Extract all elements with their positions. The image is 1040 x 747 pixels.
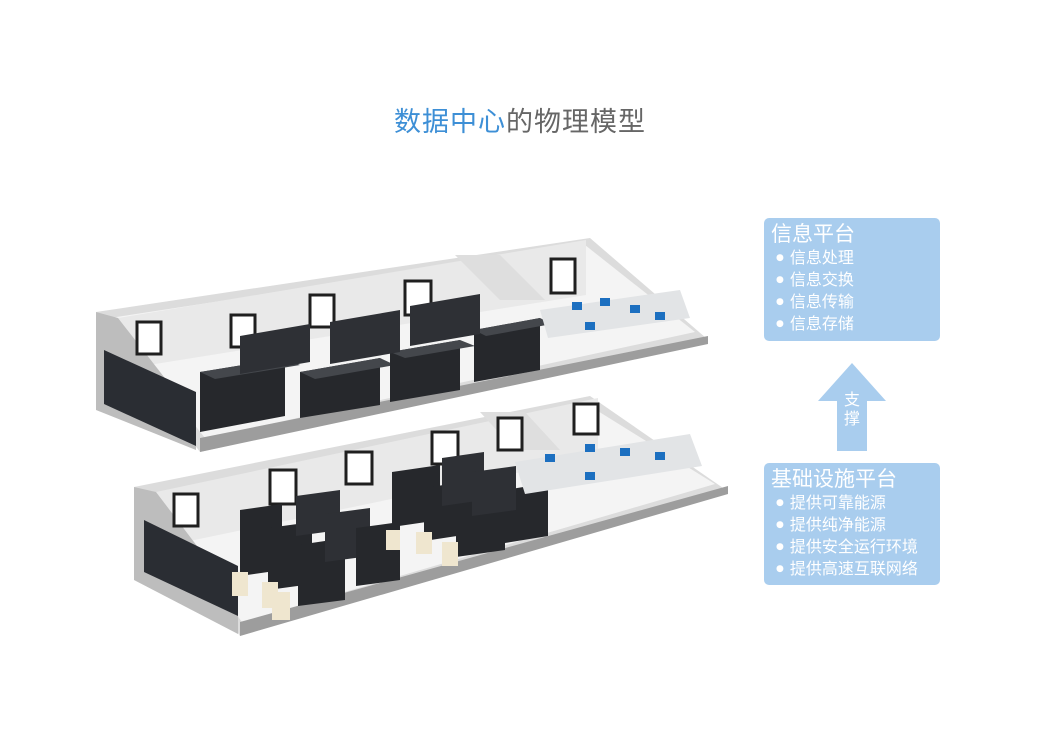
title-highlight: 数据中心	[394, 107, 506, 138]
info-platform-item: 信息交换	[776, 269, 940, 291]
title-rest: 的物理模型	[506, 107, 646, 138]
lower-rack-cabinets	[240, 452, 548, 606]
lower-floor-edge	[240, 486, 728, 636]
infra-platform-list: 提供可靠能源 提供纯净能源 提供安全运行环境 提供高速互联网络	[764, 492, 940, 580]
info-platform-box: 信息平台 信息处理 信息交换 信息传输 信息存储	[764, 218, 940, 341]
upper-floor-edge	[200, 336, 708, 452]
info-platform-heading: 信息平台	[771, 222, 855, 246]
upper-glass-wall	[104, 350, 196, 446]
infra-platform-heading: 基础设施平台	[771, 467, 897, 491]
page-title: 数据中心的物理模型	[0, 100, 1040, 139]
support-arrow: 支撑	[818, 363, 886, 451]
up-arrow-icon	[818, 363, 886, 451]
upper-rack-rows	[200, 294, 552, 432]
infra-platform-item: 提供高速互联网络	[776, 558, 940, 580]
upper-partition	[455, 255, 545, 300]
upper-workstations	[540, 290, 690, 338]
lower-power-units	[232, 530, 458, 620]
lower-workstations	[515, 434, 702, 494]
lower-glass-wall	[144, 520, 238, 616]
infra-platform-item: 提供可靠能源	[776, 492, 940, 514]
info-platform-item: 信息处理	[776, 247, 940, 269]
infra-platform-item: 提供安全运行环境	[776, 536, 940, 558]
info-platform-item: 信息存储	[776, 313, 940, 335]
infra-platform-box: 基础设施平台 提供可靠能源 提供纯净能源 提供安全运行环境 提供高速互联网络	[764, 463, 940, 585]
info-platform-item: 信息传输	[776, 291, 940, 313]
support-arrow-label: 支撑	[843, 390, 860, 428]
infra-platform-item: 提供纯净能源	[776, 514, 940, 536]
info-platform-list: 信息处理 信息交换 信息传输 信息存储	[764, 247, 940, 335]
upper-floor-room	[96, 238, 708, 452]
lower-floor-room	[134, 396, 728, 636]
